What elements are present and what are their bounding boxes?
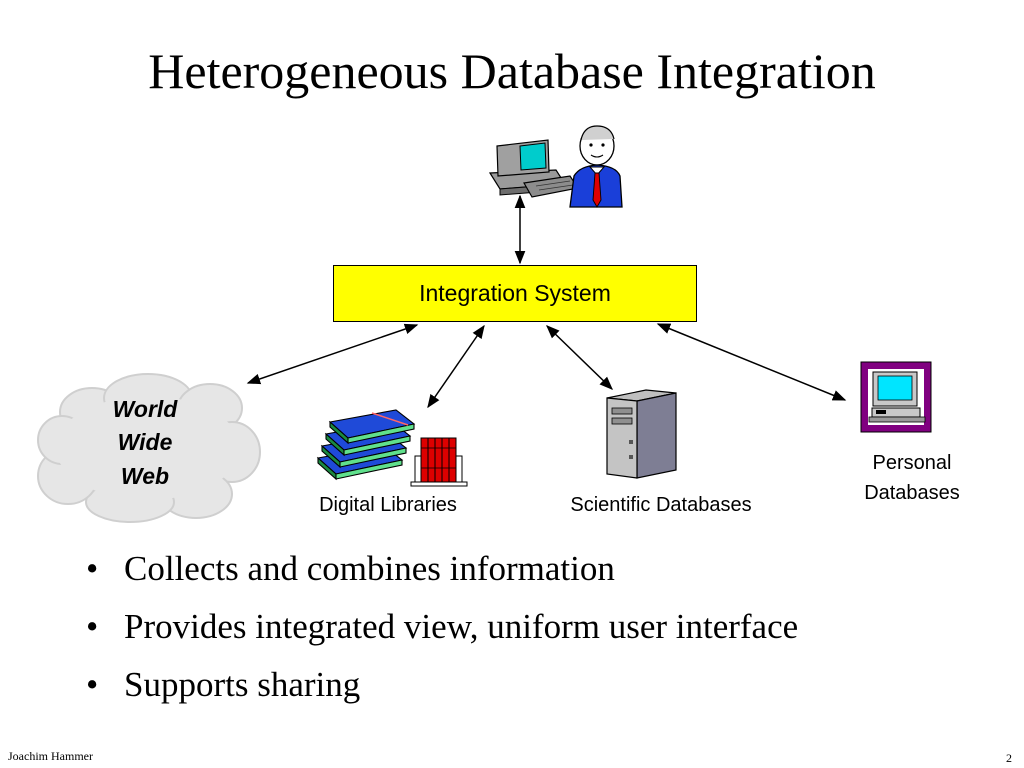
bullet-dot: • [86,607,99,646]
www-label-line: World [112,396,178,422]
slide-title: Heterogeneous Database Integration [148,43,876,99]
integration-system-box: Integration System [333,265,697,322]
www-label-line: Wide [117,429,173,456]
bullet-list: • Collects and combines information • Prov… [86,545,798,719]
personal-label-line: Databases [864,482,960,504]
arrow-integration-to-scientific [546,325,613,390]
bullet-dot: • [86,665,99,704]
digital-libraries-label: Digital Libraries [319,494,457,516]
books-icon [316,409,468,487]
bullet-item: • Provides integrated view, uniform user … [86,603,798,661]
bullet-text: Collects and combines information [124,549,615,588]
arrow-integration-to-personal [656,323,847,401]
arrow-integration-to-web [246,323,419,385]
bullet-dot: • [86,549,99,588]
world-wide-web-label: World Wide Web [95,393,195,493]
bullet-text: Provides integrated view, uniform user i… [124,607,799,646]
arrow-integration-to-libraries [427,324,485,409]
bullet-item: • Supports sharing [86,661,798,719]
bullet-text: Supports sharing [124,665,361,704]
scientific-databases-label: Scientific Databases [570,494,752,516]
personal-computer-icon [860,361,932,433]
www-label-line: Web [120,462,170,489]
author-footer: Joachim Hammer [8,749,93,763]
cloud-icon [37,373,261,523]
bullet-item: • Collects and combines information [86,545,798,603]
page-number: 2 [1006,751,1012,765]
personal-label-line: Personal [872,452,952,474]
personal-databases-label: Personal Databases [842,448,982,508]
server-icon [606,389,677,479]
computer-user-icon [488,125,623,208]
integration-system-label: Integration System [419,280,611,306]
